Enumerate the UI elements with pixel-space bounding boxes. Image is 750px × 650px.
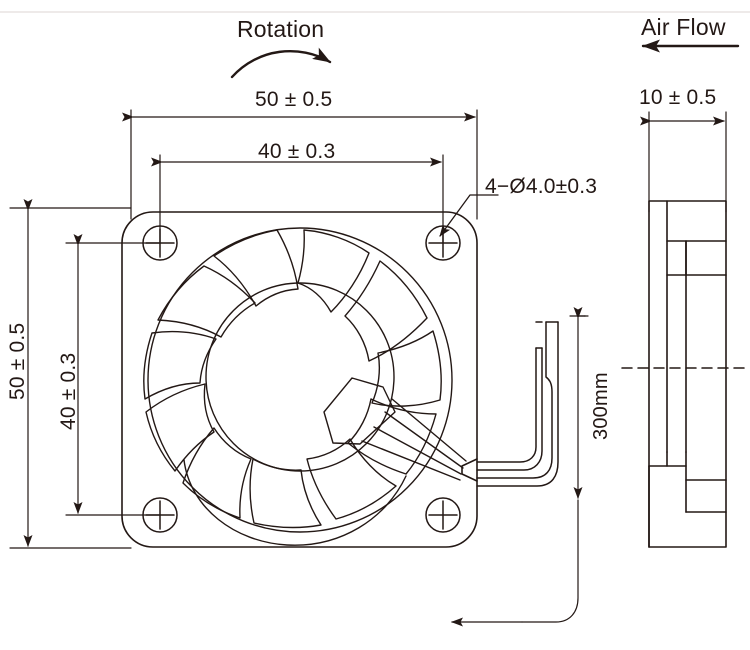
- hole-callout-leader: [439, 194, 499, 237]
- fan-frame-outline: [121, 211, 478, 548]
- dim-cable-length: [451, 307, 589, 627]
- mounting-hole-bottom-left: [142, 497, 178, 533]
- dim-height-overall: [9, 199, 132, 549]
- hole-callout-label: 4−Ø4.0±0.3: [485, 175, 598, 198]
- dim-height-mounting-label: 40 ± 0.3: [57, 352, 80, 430]
- dim-height-overall-label: 50 ± 0.5: [6, 322, 29, 400]
- mounting-hole-top-right: [425, 225, 461, 261]
- cable-exit-notch: [461, 458, 478, 482]
- dim-depth-label: 10 ± 0.5: [639, 86, 717, 109]
- rotation-arrow-icon: [230, 47, 332, 79]
- dim-height-mounting: [65, 234, 161, 516]
- cable-routing: [476, 321, 559, 487]
- mounting-hole-top-left: [142, 225, 178, 261]
- dim-depth: [640, 111, 727, 213]
- rotation-label: Rotation: [237, 16, 325, 42]
- dim-width-mounting: [151, 154, 444, 244]
- mounting-hole-bottom-right: [425, 497, 461, 533]
- dim-cable-length-label: 300mm: [590, 372, 612, 440]
- side-view-body: [648, 200, 727, 548]
- dim-width-overall-label: 50 ± 0.5: [255, 88, 333, 111]
- hub-wire-guide: [323, 377, 396, 445]
- impeller-assembly: [143, 227, 467, 546]
- dim-width-mounting-label: 40 ± 0.3: [258, 140, 336, 163]
- airflow-label: Air Flow: [641, 14, 726, 40]
- dim-width-overall: [122, 109, 478, 220]
- fan-blades: [143, 229, 442, 529]
